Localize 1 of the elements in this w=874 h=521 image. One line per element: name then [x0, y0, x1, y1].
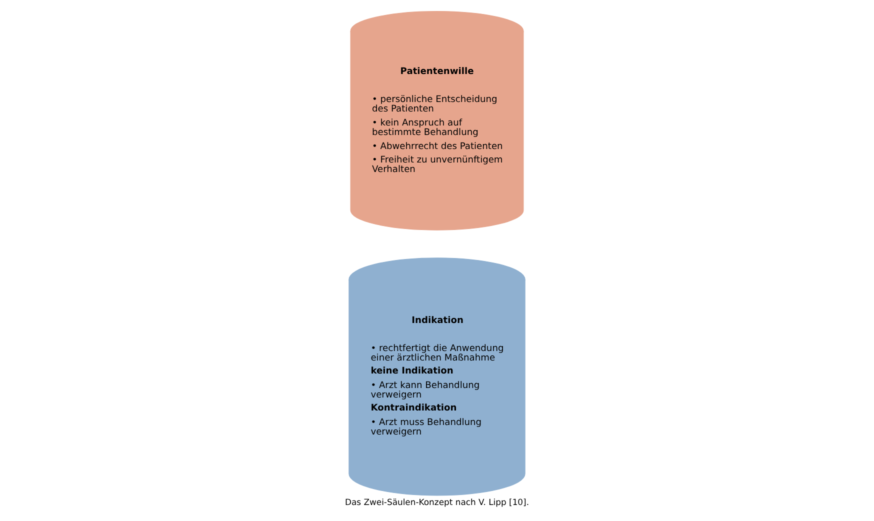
- caption: Das Zwei-Säulen-Konzept nach V. Lipp [10].: [344, 496, 530, 507]
